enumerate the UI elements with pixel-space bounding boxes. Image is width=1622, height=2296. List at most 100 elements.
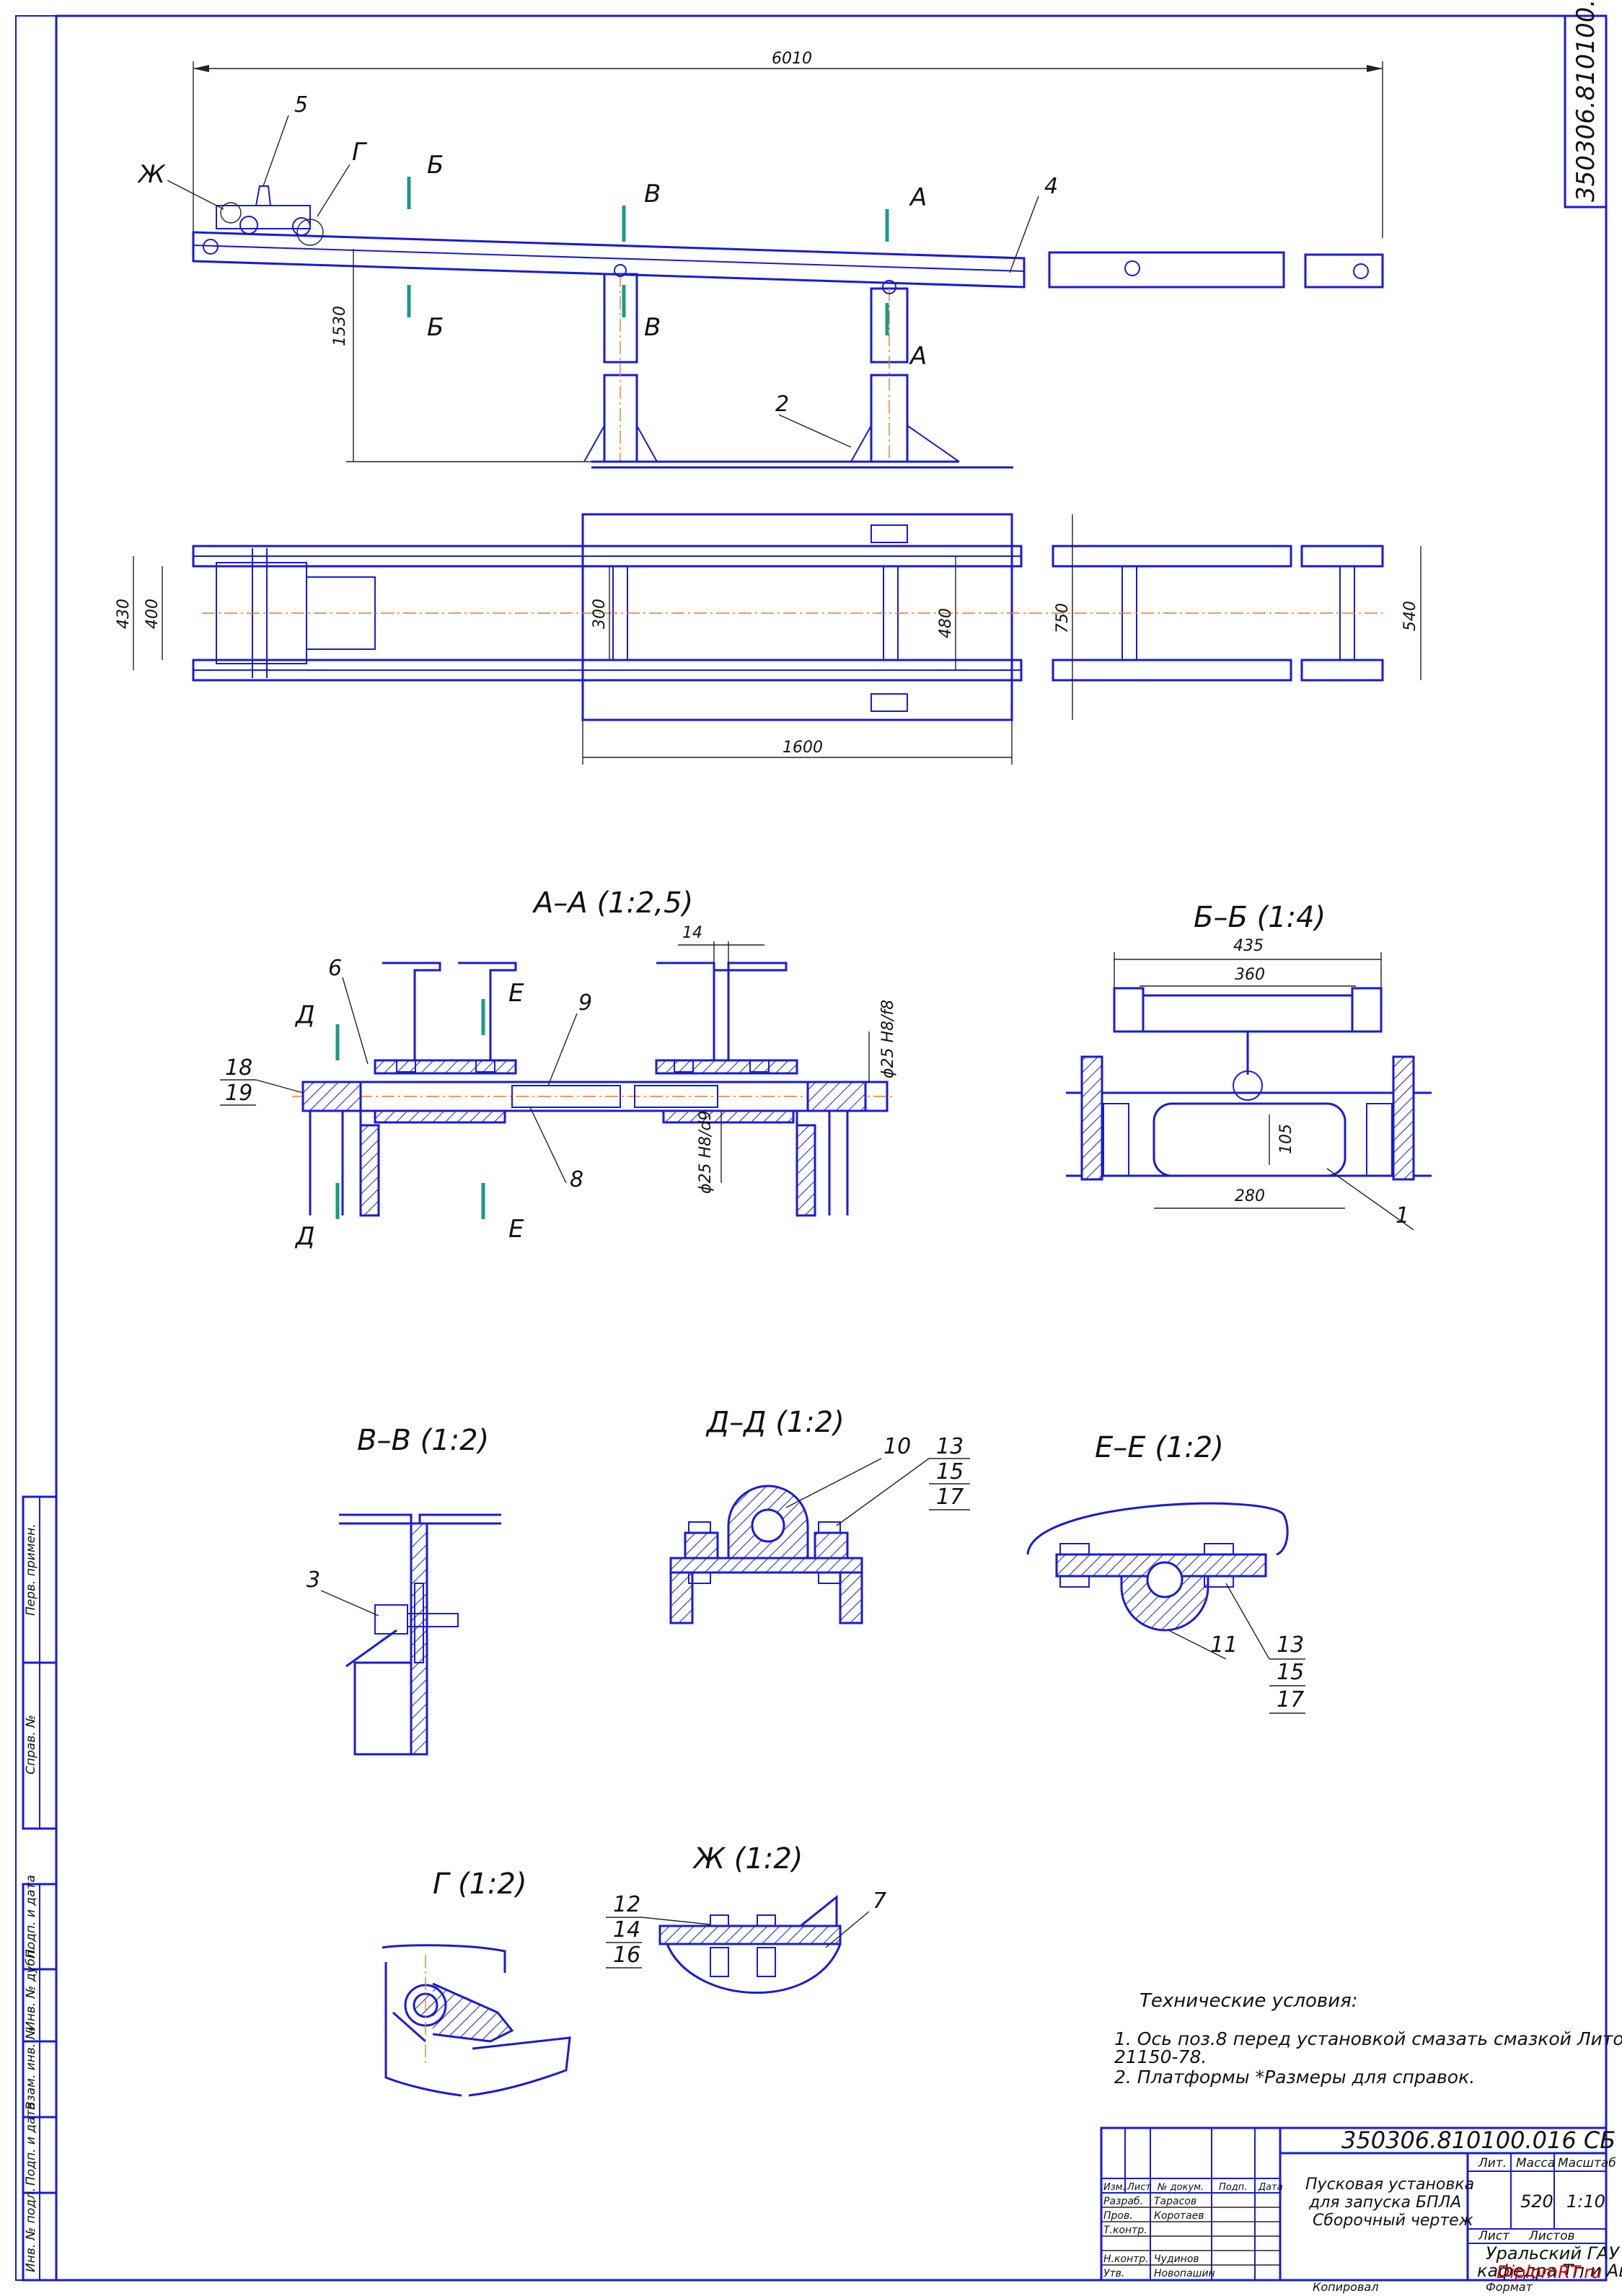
notes-line-2: 21150-78.	[1114, 2046, 1207, 2067]
tb-sheets: Листов	[1528, 2229, 1575, 2243]
section-aa-title: А–А (1:2,5)	[532, 887, 693, 920]
pos-1: 1	[1396, 1203, 1409, 1228]
tb-name-3: Сборочный чертеж	[1313, 2212, 1473, 2230]
label-d-bottom: Д	[294, 1222, 315, 1251]
dim-280: 280	[1235, 1187, 1265, 1205]
pos-5: 5	[294, 92, 308, 118]
label-v-bottom: В	[644, 313, 661, 342]
notes-line-1: 1. Ось поз.8 перед установкой смазать см…	[1114, 2028, 1622, 2049]
dim-height: 1530	[331, 306, 349, 346]
side-view: 6010 1530	[137, 50, 1384, 469]
label-a-bottom: А	[909, 342, 927, 371]
label-a-top: А	[909, 183, 927, 212]
pos-8: 8	[570, 1167, 583, 1192]
watermark: DiplomRT.ru	[1497, 2262, 1602, 2282]
pos-7: 7	[873, 1888, 886, 1914]
tb-format: Формат	[1486, 2280, 1533, 2294]
tb-row-5-name: Новопашин	[1154, 2268, 1215, 2279]
dim-105: 105	[1277, 1124, 1295, 1154]
tb-row-3: Т.контр.	[1103, 2225, 1147, 2236]
section-dd-title: Д–Д (1:2)	[705, 1406, 845, 1439]
dim-1600: 1600	[783, 739, 823, 757]
pos-13-dd: 13	[936, 1434, 964, 1459]
dim-480: 480	[937, 608, 955, 638]
pos-6: 6	[328, 956, 342, 981]
margin-label-2: Справ. №	[24, 1715, 38, 1774]
tb-col-mass: Масса	[1516, 2156, 1555, 2170]
label-b-bottom: Б	[427, 313, 444, 342]
tb-org-1: Уральский ГАУ	[1486, 2243, 1620, 2264]
pos-18: 18	[225, 1055, 252, 1081]
pos-15-dd: 15	[936, 1459, 964, 1485]
technical-notes: Технические условия: 1. Ось поз.8 перед …	[1114, 1990, 1622, 2088]
tb-sheet: Лист	[1478, 2229, 1510, 2243]
fit-bottom: ϕ25 H8/d9	[697, 1111, 715, 1194]
label-v-top: В	[644, 180, 661, 208]
tb-hdr-podp: Подп.	[1219, 2182, 1247, 2193]
doc-code-rotated: 350306.810100.016 СБ	[1572, 0, 1600, 202]
pos-2: 2	[775, 392, 789, 417]
pos-17-ee: 17	[1277, 1687, 1304, 1712]
pos-17-dd: 17	[936, 1485, 964, 1510]
pos-13-ee: 13	[1277, 1632, 1304, 1658]
section-bb-title: Б–Б (1:4)	[1194, 901, 1326, 934]
tb-org-2: кафедра Тп и Авт	[1477, 2261, 1622, 2281]
tb-hdr-data: Дата	[1258, 2182, 1283, 2193]
margin-label-1: Перв. примен.	[24, 1523, 38, 1616]
pos-14: 14	[613, 1917, 640, 1943]
tb-row-2-name: Коротаев	[1154, 2210, 1204, 2222]
plan-view: 430 400 300 480 750 540 1600	[115, 513, 1422, 765]
view-g: Г (1:2)	[382, 1868, 571, 2097]
label-b-top: Б	[427, 151, 444, 180]
pos-12: 12	[613, 1892, 640, 1917]
tb-row-5: Утв.	[1103, 2268, 1124, 2279]
pos-9: 9	[578, 990, 592, 1016]
view-g-title: Г (1:2)	[433, 1868, 527, 1901]
dim-750: 750	[1054, 603, 1072, 633]
tb-hdr-doc: № докум.	[1157, 2182, 1204, 2193]
dim-360: 360	[1235, 966, 1265, 984]
section-ee: Е–Е (1:2) 11 13 15 17	[1026, 1431, 1305, 1714]
fit-top: ϕ25 H8/f8	[879, 1000, 897, 1078]
tb-row-1: Разраб.	[1103, 2196, 1143, 2207]
code-box	[1564, 14, 1608, 208]
section-vv-title: В–В (1:2)	[357, 1424, 489, 1457]
pos-10: 10	[883, 1434, 911, 1459]
tb-row-1-name: Тарасов	[1154, 2196, 1196, 2207]
pos-19: 19	[225, 1081, 252, 1106]
pos-4: 4	[1044, 174, 1058, 199]
dim-430: 430	[115, 599, 133, 629]
label-g: Г	[352, 138, 368, 167]
dim-540: 540	[1401, 601, 1419, 631]
tb-copied: Копировал	[1313, 2280, 1378, 2294]
tb-row-4: Н.контр.	[1103, 2253, 1149, 2265]
notes-line-3: 2. Платформы *Размеры для справок.	[1114, 2067, 1475, 2088]
section-aa: А–А (1:2,5) Д Д Е Е 6	[220, 887, 897, 1251]
tb-name-2: для запуска БПЛА	[1308, 2194, 1461, 2212]
dim-14: 14	[682, 924, 702, 942]
label-e-top: Е	[508, 979, 524, 1008]
dim-overall-length: 6010	[772, 50, 812, 68]
pos-3: 3	[307, 1567, 320, 1593]
pos-11: 11	[1210, 1632, 1238, 1658]
title-block: 350306.810100.016 СБ Пусковая установка …	[1100, 2126, 1622, 2294]
dim-400: 400	[144, 599, 162, 629]
tb-col-lit: Лит.	[1478, 2156, 1507, 2170]
notes-heading: Технические условия:	[1140, 1990, 1358, 2012]
margin-label-6: Подп. и дата	[24, 2102, 38, 2186]
section-ee-title: Е–Е (1:2)	[1095, 1431, 1224, 1464]
label-zh: Ж	[137, 160, 166, 189]
section-vv: В–В (1:2) 3	[307, 1424, 501, 1756]
margin-label-4: Инв. № дубл.	[24, 1947, 38, 2031]
section-bb: Б–Б (1:4) 435 360 105 280 1	[1066, 901, 1432, 1231]
tb-row-2: Пров.	[1103, 2210, 1133, 2222]
tb-scale: 1:10	[1566, 2191, 1605, 2212]
tb-hdr-izm: Изм.	[1103, 2182, 1126, 2193]
pos-15-ee: 15	[1277, 1660, 1304, 1685]
tb-row-4-name: Чудинов	[1154, 2253, 1199, 2265]
pos-16: 16	[613, 1943, 640, 1968]
dim-435: 435	[1233, 937, 1264, 955]
sheet-inner-frame	[55, 14, 1608, 2282]
margin-label-3: Подп. и дата	[24, 1875, 38, 1958]
